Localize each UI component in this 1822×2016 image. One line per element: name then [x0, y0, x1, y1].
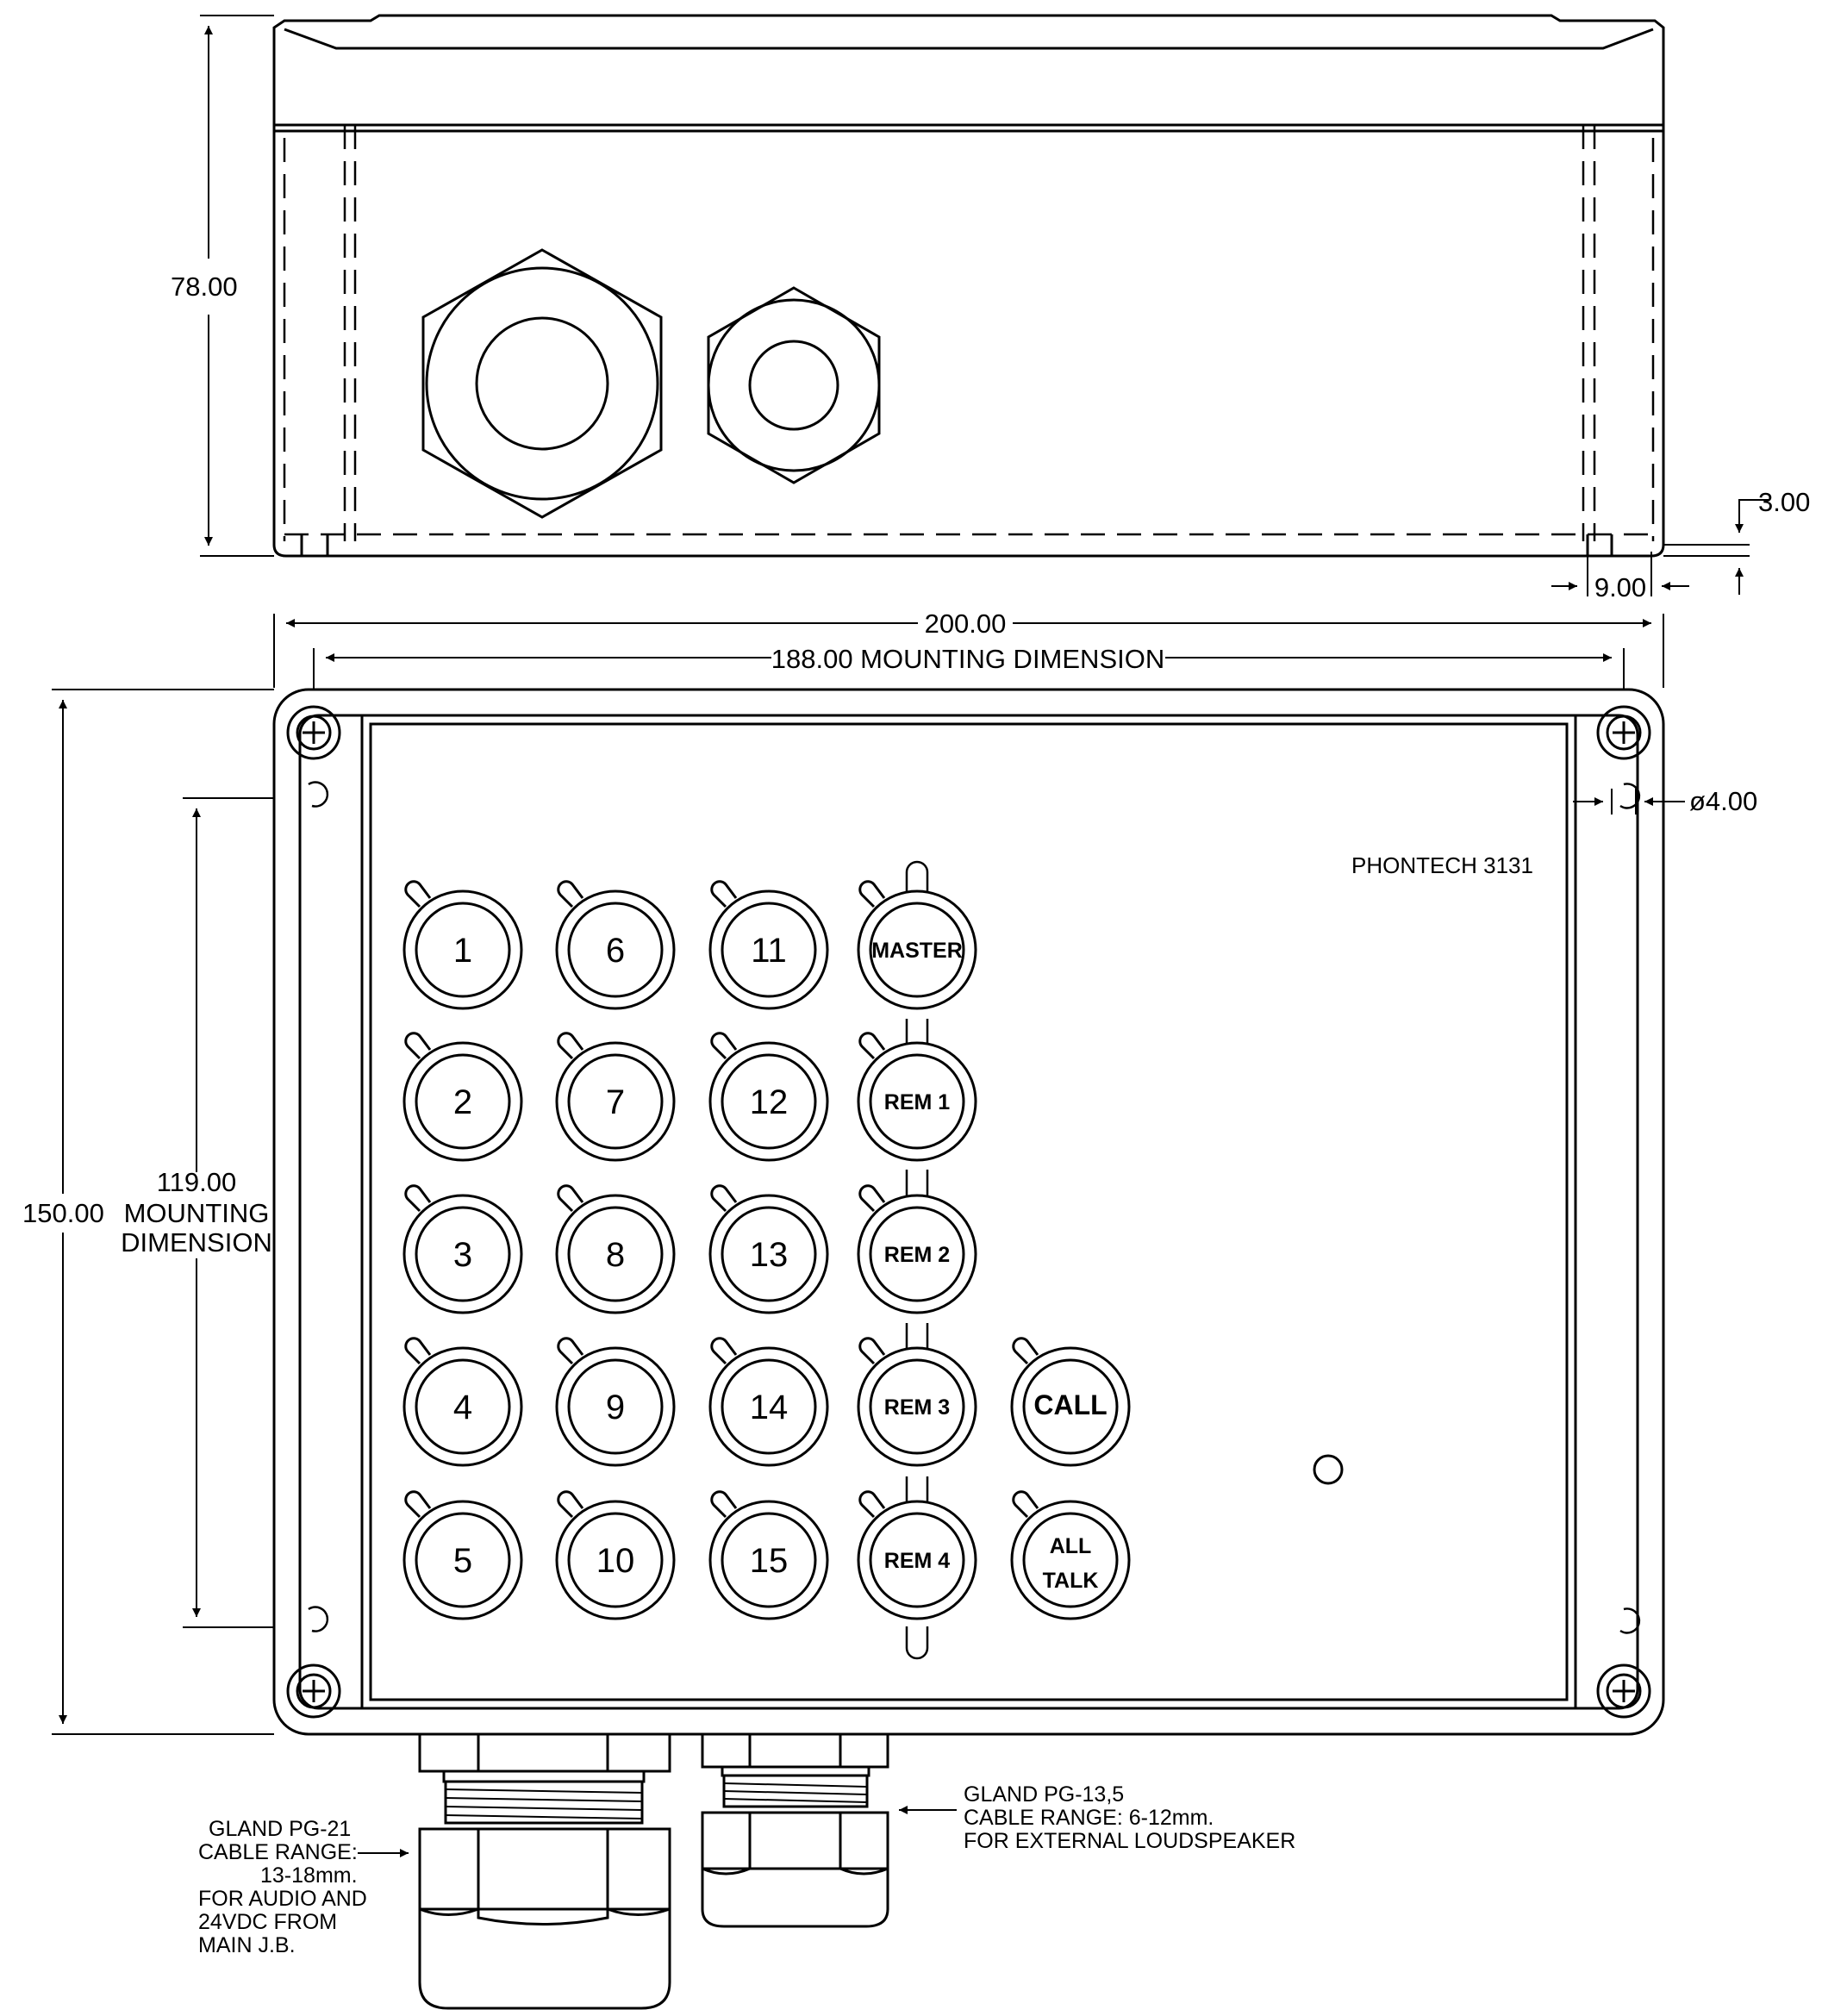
button-label: 9 — [606, 1389, 625, 1426]
button-call[interactable]: CALL — [1010, 1337, 1131, 1467]
button-label: 3 — [453, 1236, 472, 1274]
gland-left-line3: 13-18mm. — [260, 1863, 358, 1888]
gland-right-line2: CABLE RANGE: 6-12mm. — [964, 1806, 1214, 1830]
button-label: REM 1 — [884, 1090, 951, 1114]
gland-leaders — [358, 1806, 957, 1857]
button-2[interactable]: 2 — [402, 1032, 523, 1162]
button-label: 1 — [453, 932, 472, 970]
mounting-holes — [308, 781, 1641, 1634]
dim-hole-diameter — [1573, 789, 1685, 815]
button-label: REM 4 — [884, 1549, 951, 1573]
button-master[interactable]: MASTER — [857, 880, 977, 1010]
button-rem-4[interactable]: REM 4 — [857, 1490, 977, 1620]
button-label: CALL — [1033, 1389, 1107, 1420]
button-3[interactable]: 3 — [402, 1184, 523, 1314]
dim-label-height-119-line1: 119.00 — [157, 1167, 237, 1197]
button-label: MASTER — [871, 939, 963, 963]
remote-bus-outline — [905, 860, 929, 1660]
button-label: 5 — [453, 1542, 472, 1580]
gland-left-line2: CABLE RANGE: — [198, 1840, 358, 1864]
button-label: 11 — [751, 932, 787, 970]
button-11[interactable]: 11 — [708, 880, 829, 1010]
screw-icon — [1596, 705, 1651, 760]
gland-notes: GLAND PG-21 CABLE RANGE: 13-18mm. FOR AU… — [198, 1782, 1295, 1957]
led-indicator — [1313, 1454, 1344, 1485]
button-rem-3[interactable]: REM 3 — [857, 1337, 977, 1467]
screw-icon — [1596, 1663, 1651, 1719]
dim-offset-3 — [1663, 499, 1769, 595]
button-label: 10 — [596, 1542, 635, 1580]
gland-right-line3: FOR EXTERNAL LOUDSPEAKER — [964, 1829, 1295, 1853]
dim-offset-9 — [1551, 534, 1689, 596]
button-4[interactable]: 4 — [402, 1337, 523, 1467]
gland-left-line6: MAIN J.B. — [198, 1933, 296, 1957]
button-label: 14 — [750, 1389, 789, 1426]
side-gland-small — [707, 286, 881, 484]
button-label: 12 — [750, 1083, 789, 1121]
button-label: REM 2 — [884, 1243, 950, 1267]
button-14[interactable]: 14 — [708, 1337, 829, 1467]
front-enclosure — [272, 688, 1665, 1736]
dim-height-78 — [200, 15, 274, 557]
button-10[interactable]: 10 — [555, 1490, 676, 1620]
gland-right-line1: GLAND PG-13,5 — [964, 1782, 1124, 1807]
button-rem-2[interactable]: REM 2 — [857, 1184, 977, 1314]
dim-label-height-119-line2: MOUNTING — [124, 1198, 270, 1228]
button-label: 15 — [750, 1542, 789, 1580]
corner-screws — [286, 705, 1651, 1719]
button-5[interactable]: 5 — [402, 1490, 523, 1620]
button-8[interactable]: 8 — [555, 1184, 676, 1314]
bottom-gland-small — [701, 1734, 889, 1928]
dim-label-offset-9: 9.00 — [1594, 572, 1646, 602]
button-all-talk[interactable]: ALL TALK — [1010, 1490, 1131, 1620]
button-label: 4 — [453, 1389, 472, 1426]
button-label: ALL — [1050, 1534, 1092, 1558]
button-label: 8 — [606, 1236, 625, 1274]
dim-height-119 — [183, 797, 274, 1628]
button-1[interactable]: 1 — [402, 880, 523, 1010]
button-6[interactable]: 6 — [555, 880, 676, 1010]
dim-height-150 — [52, 689, 274, 1735]
button-13[interactable]: 13 — [708, 1184, 829, 1314]
dim-label-width-200: 200.00 — [925, 609, 1007, 639]
gland-left-line1: GLAND PG-21 — [209, 1817, 351, 1841]
dim-width-188 — [313, 648, 1625, 690]
dim-label-height-78: 78.00 — [171, 272, 238, 302]
dim-label-hole-diameter: ø4.00 — [1689, 786, 1757, 816]
dim-label-offset-3: 3.00 — [1758, 487, 1810, 517]
model-label: PHONTECH 3131 — [1351, 852, 1533, 878]
button-label: 13 — [750, 1236, 789, 1274]
dim-label-width-188: 188.00 MOUNTING DIMENSION — [771, 644, 1164, 674]
button-15[interactable]: 15 — [708, 1490, 829, 1620]
dim-label-height-119-line3: DIMENSION — [121, 1227, 272, 1258]
button-12[interactable]: 12 — [708, 1032, 829, 1162]
dim-width-200 — [273, 614, 1664, 688]
dim-label-height-150: 150.00 — [22, 1198, 104, 1228]
button-9[interactable]: 9 — [555, 1337, 676, 1467]
screw-icon — [286, 1663, 341, 1719]
gland-left-line5: 24VDC FROM — [198, 1910, 337, 1934]
button-label: 6 — [606, 932, 625, 970]
button-7[interactable]: 7 — [555, 1032, 676, 1162]
button-rem-1[interactable]: REM 1 — [857, 1032, 977, 1162]
bottom-gland-large — [418, 1734, 671, 2010]
button-label: 7 — [606, 1083, 625, 1121]
side-view-enclosure — [272, 14, 1665, 558]
button-label: TALK — [1043, 1569, 1099, 1593]
gland-left-line4: FOR AUDIO AND — [198, 1887, 367, 1911]
button-label: 2 — [453, 1083, 472, 1121]
side-gland-large — [421, 248, 663, 519]
dimension-labels: 78.00 3.00 9.00 200.00 188.00 MOUNTING D… — [22, 272, 1810, 1258]
button-label: REM 3 — [884, 1395, 950, 1420]
screw-icon — [286, 705, 341, 760]
